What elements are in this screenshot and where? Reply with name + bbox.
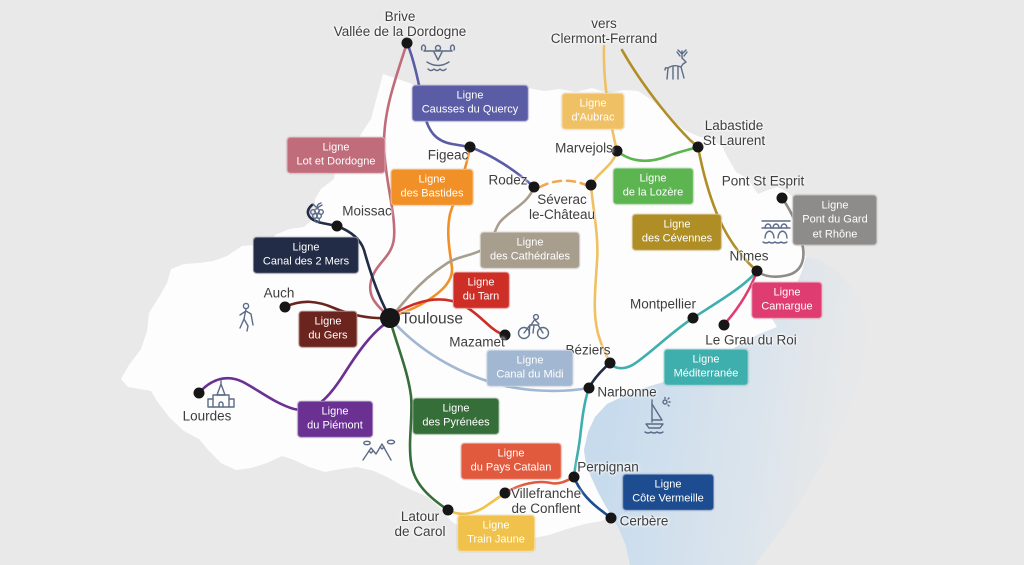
badge-cevennes[interactable]: Ligne des Cévennes <box>631 213 723 251</box>
city-label-mazamet: Mazamet <box>449 334 505 350</box>
line-tarn[interactable] <box>390 298 507 337</box>
city-label-montpellier: Montpellier <box>629 296 697 312</box>
dashed-rodez-severac-link <box>538 179 588 189</box>
city-dot-brive <box>401 37 413 49</box>
city-label-lourdes: Lourdes <box>182 408 232 424</box>
mountains-icon <box>360 438 398 462</box>
badge-piemont[interactable]: Ligne du Piémont <box>297 400 373 438</box>
city-dot-rodez <box>528 181 540 193</box>
badge-lot-et-dordogne[interactable]: Ligne Lot et Dordogne <box>286 136 386 174</box>
city-dot-le-grau-du-roi <box>718 319 730 331</box>
city-label-cerbere: Cerbère <box>619 513 669 529</box>
city-label-toulouse: Toulouse <box>400 310 464 328</box>
badge-train-jaune[interactable]: Ligne Train Jaune <box>457 514 535 552</box>
badge-gers[interactable]: Ligne du Gers <box>298 310 358 348</box>
badge-cathedrales[interactable]: Ligne des Cathédrales <box>479 231 581 269</box>
city-label-moissac: Moissac <box>342 203 392 219</box>
line-pays-catalan[interactable] <box>503 475 576 495</box>
city-label-villefranche: Villefranche de Conflent <box>510 485 582 516</box>
hiker-icon <box>233 301 259 333</box>
city-dot-toulouse <box>380 308 400 328</box>
line-mediterranee[interactable] <box>572 269 759 479</box>
line-cathedrales[interactable] <box>390 185 536 318</box>
city-label-auch: Auch <box>263 285 295 301</box>
city-dot-mazamet <box>499 329 511 341</box>
badge-camargue[interactable]: Ligne Camargue <box>751 281 823 319</box>
cyclist-icon <box>515 313 553 341</box>
city-dot-nimes <box>751 265 763 277</box>
line-gers[interactable] <box>283 300 390 320</box>
city-label-le-grau-du-roi: Le Grau du Roi <box>705 332 797 348</box>
city-dot-pont-st-esprit <box>776 192 788 204</box>
badge-aubrac[interactable]: Ligne d'Aubrac <box>561 92 625 130</box>
line-causses-du-quercy[interactable] <box>405 41 536 189</box>
city-label-pont-st-esprit: Pont St Esprit <box>721 173 805 189</box>
city-label-brive: Brive Vallée de la Dordogne <box>333 8 467 39</box>
city-dot-villefranche <box>499 487 511 499</box>
badge-cote-vermeille[interactable]: Ligne Côte Vermeille <box>622 473 714 511</box>
badge-pyrenees[interactable]: Ligne des Pyrénées <box>412 397 500 435</box>
direction-label-clermont-ferrand: vers Clermont-Ferrand <box>550 15 658 46</box>
city-label-figeac: Figeac <box>427 147 469 163</box>
city-dot-latour-de-carol <box>442 504 454 516</box>
city-label-labastide: Labastide St Laurent <box>702 117 766 148</box>
badge-pays-catalan[interactable]: Ligne du Pays Catalan <box>460 442 562 480</box>
badge-bastides[interactable]: Ligne des Bastides <box>390 168 474 206</box>
badge-canal-des-2-mers[interactable]: Ligne Canal des 2 Mers <box>252 236 360 274</box>
line-canal-des-2-mers[interactable] <box>306 203 391 318</box>
line-lot-et-dordogne[interactable] <box>368 41 409 320</box>
city-label-marvejols: Marvejols <box>555 140 613 156</box>
city-dot-moissac <box>331 220 343 232</box>
badge-causses-du-quercy[interactable]: Ligne Causses du Quercy <box>411 84 529 122</box>
city-label-rodez: Rodez <box>488 172 528 188</box>
city-dot-severac <box>585 179 597 191</box>
city-label-beziers: Béziers <box>565 342 611 358</box>
city-dot-marvejols <box>611 145 623 157</box>
line-camargue[interactable] <box>722 269 759 327</box>
badge-tarn[interactable]: Ligne du Tarn <box>452 271 510 309</box>
city-dots <box>193 37 788 524</box>
badge-mediterranee[interactable]: Ligne Méditerranée <box>663 348 749 386</box>
badge-canal-du-midi[interactable]: Ligne Canal du Midi <box>486 349 574 387</box>
city-dot-figeac <box>464 141 476 153</box>
kayak-icon <box>420 42 456 74</box>
city-label-latour-de-carol: Latour de Carol <box>394 508 446 539</box>
line-piemont[interactable] <box>197 319 391 412</box>
city-label-perpignan: Perpignan <box>577 459 639 475</box>
badge-pont-du-gard[interactable]: Ligne Pont du Gard et Rhône <box>792 194 878 246</box>
church-icon <box>204 380 238 412</box>
line-cevennes[interactable] <box>620 48 759 273</box>
aqueduct-icon <box>757 216 795 246</box>
line-lozere[interactable] <box>615 145 700 162</box>
city-dot-labastide <box>692 141 704 153</box>
city-label-narbonne: Narbonne <box>597 384 657 400</box>
city-dot-lourdes <box>193 387 205 399</box>
city-label-severac: Séverac le-Château <box>528 191 596 222</box>
city-dot-montpellier <box>687 312 699 324</box>
badge-lozere[interactable]: Ligne de la Lozère <box>612 167 694 205</box>
city-dot-cerbere <box>605 512 617 524</box>
grapes-icon <box>305 200 329 226</box>
city-dot-auch <box>279 301 291 313</box>
city-dot-narbonne <box>583 382 595 394</box>
city-dot-perpignan <box>568 471 580 483</box>
city-label-nimes: Nîmes <box>729 248 769 264</box>
sailboat-icon <box>638 396 674 438</box>
city-dot-beziers <box>604 357 616 369</box>
deer-icon <box>653 46 695 88</box>
line-pyrenees[interactable] <box>388 318 450 512</box>
